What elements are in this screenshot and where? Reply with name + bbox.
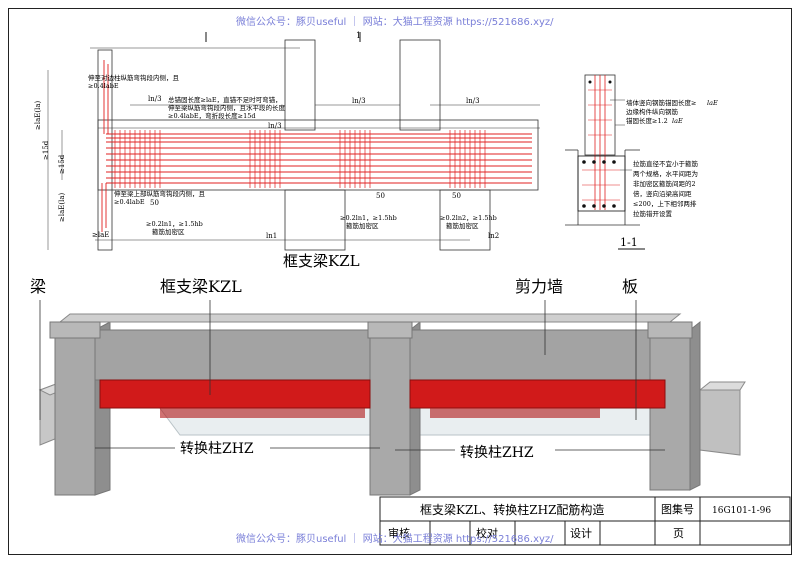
shear-wall-right [409,329,651,381]
stirrups-zone-1 [114,130,161,188]
note-wall-3b: laE [672,117,683,125]
kzl-beam-left [99,379,371,409]
vert-lae-2: ≥laE(la) [58,192,66,222]
dim-ln3-c: ln/3 [352,97,366,105]
column-left [54,329,96,496]
label-zhz-2: 转换柱ZHZ [460,444,534,461]
note-wall-3: 锚固长度≥1.2 [626,116,668,125]
note-tie-5: ≤200，上下相邻两排 [633,199,697,208]
label-kzl: 框支梁KZL [160,277,242,296]
dim-ln3-d: ln/3 [466,97,480,105]
dim-ln3-a: ln/3 [148,95,162,103]
section-bars [582,80,616,208]
note-wall-1b: laE [707,99,718,107]
stirrups-zone-4 [449,130,486,188]
dim-ln2: ln2 [488,232,499,240]
bottom-lae: ≥laE [92,231,109,239]
dense-zone-2b: 箍筋加密区 [346,221,379,230]
dim-50-a: 50 [150,199,159,207]
dim-ln3-b: ln/3 [268,122,282,130]
mid-column-upper [284,39,316,131]
dense-zone-3b: 箍筋加密区 [446,221,479,230]
section-leaders [610,99,632,171]
title-block [379,496,791,546]
label-beam: 梁 [30,277,46,296]
note-tie-4: 倍，竖向沿梁高间距 [633,189,692,198]
ann-low-1: 伸至梁上部纵筋弯钩段内侧，且 [114,189,206,198]
vert-lae-1: ≥laE(la) [34,100,42,130]
watermark-top: 微信公众号：豚贝useful ｜ 网站：大猫工程资源 https://52168… [236,17,554,28]
vert-15d-2: ≥15d [58,154,66,174]
right-column-upper [399,39,441,131]
dense-zone-1b: 箍筋加密区 [152,227,185,236]
ann-mid-2: 伸至梁纵筋弯钩段内侧，且水平段的长度 [168,103,286,112]
column-mid [369,329,411,496]
model-3d [38,300,746,496]
dense-zone-2a: ≥0.2ln1，≥1.5hb [340,214,397,222]
label-zhz-1: 转换柱ZHZ [180,440,254,457]
right-side-beam [699,389,741,456]
dense-zone-1a: ≥0.2ln1，≥1.5hb [146,220,203,228]
ann-mid-3: ≥0.4labE，弯折段长度≥15d [168,111,256,120]
beam-outline [97,119,539,191]
column-right [649,329,691,491]
tb-design: 设计 [570,527,592,540]
dimension-lines [47,47,540,250]
label-slab: 板 [622,277,638,296]
tb-page-label: 页 [673,527,684,540]
note-tie-2: 两个规格，水平间距为 [633,169,698,178]
section-ties [582,89,620,201]
note-tie-6: 拉筋错开设置 [633,209,673,218]
ann-low-2: ≥0.4labE [114,198,145,206]
kzl-beam-right [409,379,666,409]
tb-title: 框支梁KZL、转换柱ZHZ配筋构造 [420,502,604,517]
tb-atlas-label: 图集号 [661,502,694,516]
dim-50-b: 50 [376,192,385,200]
dim-50-c: 50 [452,192,461,200]
tb-check: 校对 [476,526,498,540]
ann-mid-1: 总锚固长度≥laE，直锚不足时可弯锚， [168,95,282,104]
note-wall-1: 墙体竖向钢筋锚固长度≥ [626,98,696,107]
label-wall: 剪力墙 [515,277,563,296]
tb-atlas-no: 16G101-1-96 [712,506,771,516]
shear-wall-left [94,329,371,381]
beam-rebars [101,60,532,232]
stirrups-zone-3 [339,130,371,188]
mid-column-lower [284,189,346,251]
detail-caption: 框支梁KZL [283,252,360,270]
dim-ln1: ln1 [266,232,277,240]
ann-top-left-1: 伸至对边柱纵筋弯钩段内侧，且 [88,73,180,82]
watermark-bottom: 微信公众号：豚贝useful ｜ 网站：大猫工程资源 https://52168… [236,534,554,545]
note-tie-1: 拉筋直径不宜小于箍筋 [633,159,699,168]
ann-top-left-2: ≥0.4labE [88,82,119,90]
right-column-lower [439,189,491,251]
section-title: 1-1 [620,236,638,249]
drawing-frame [8,8,792,555]
tb-review: 审核 [388,526,410,540]
note-wall-2: 边缘构件纵向钢筋 [626,107,679,116]
section-mark: 1 [356,31,361,40]
dense-zone-3a: ≥0.2ln2，≥1.5hb [440,214,497,222]
note-tie-3: 非加密区箍筋间距的2 [633,179,696,188]
section-1-1 [565,74,640,226]
stirrups-zone-2 [249,130,281,188]
vert-15d-1: ≥15d [42,140,50,160]
